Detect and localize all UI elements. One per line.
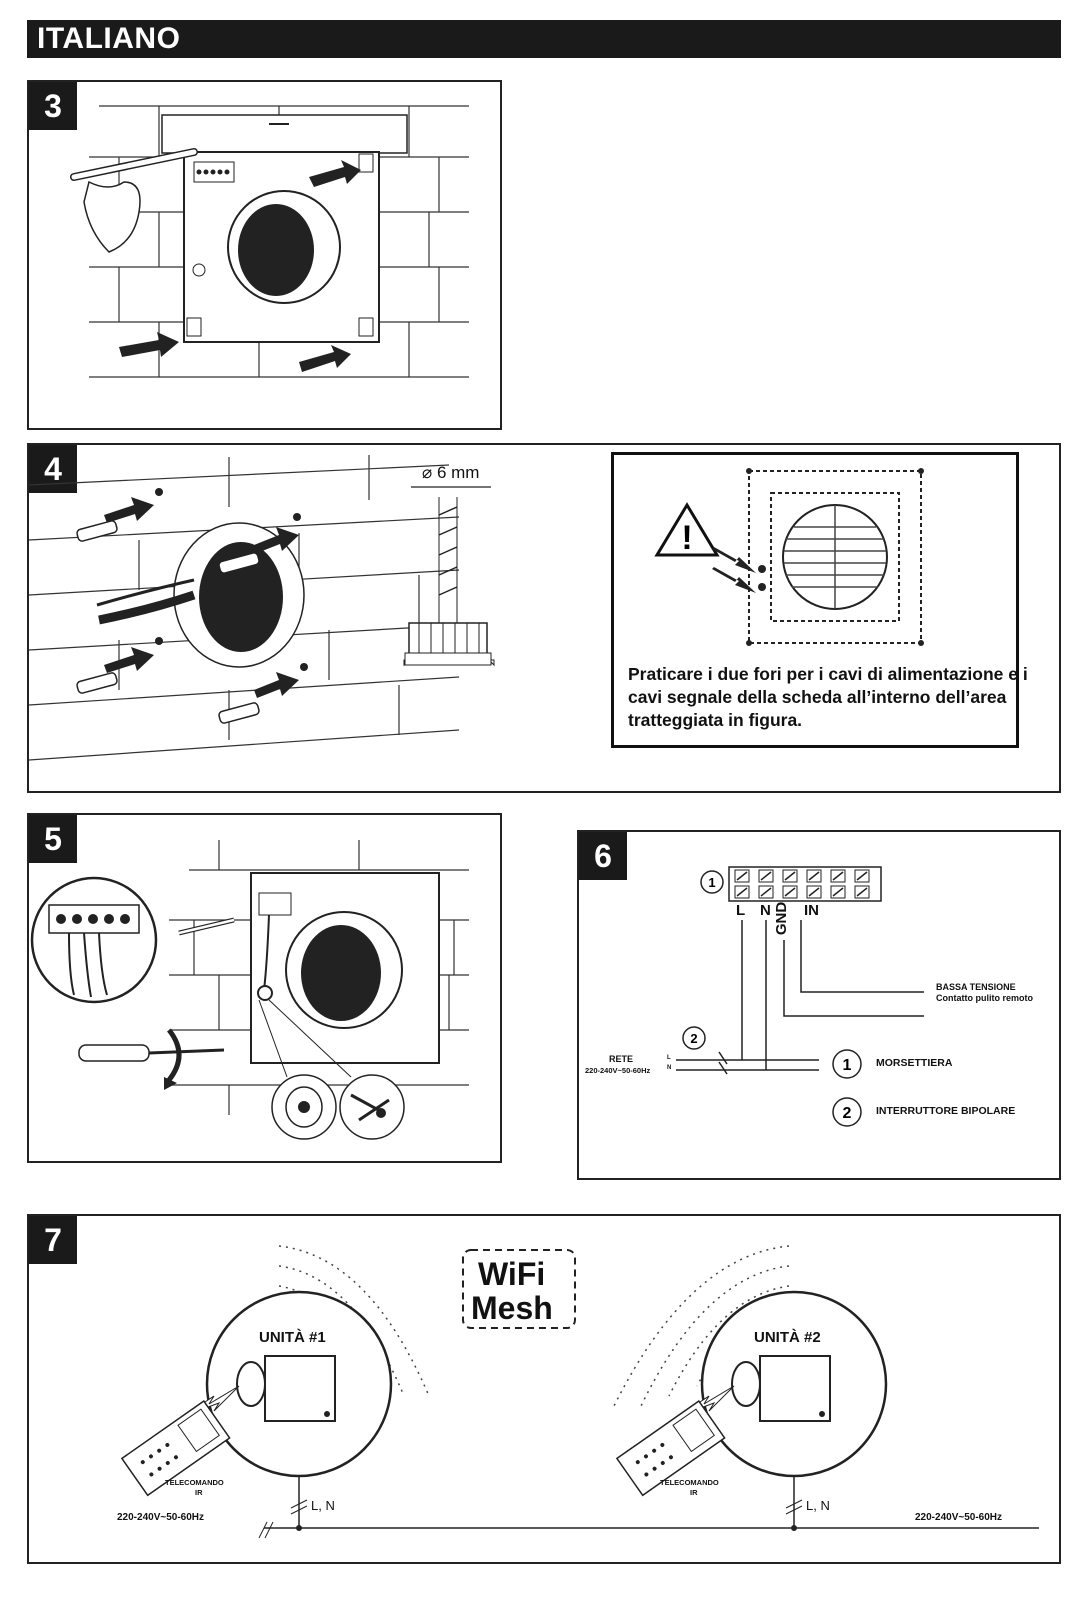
terminal-gnd-label: GND xyxy=(773,901,791,936)
svg-text:!: ! xyxy=(681,519,692,557)
mesh-label: Mesh xyxy=(471,1290,553,1326)
unit-1-label: UNITÀ #1 xyxy=(259,1329,326,1346)
language-header: ITALIANO xyxy=(27,20,1061,58)
rete-voltage-label: 220-240V~50-60Hz xyxy=(585,1066,651,1075)
step-3-number: 3 xyxy=(29,82,77,130)
legend-morsettiera: MORSETTIERA xyxy=(876,1057,953,1069)
step-5-panel: 5 xyxy=(27,813,502,1163)
remote-1-ir-label: IR xyxy=(195,1488,203,1497)
step-6-number: 6 xyxy=(579,832,627,880)
drilling-area-diagram: ! xyxy=(654,468,924,646)
svg-text:2: 2 xyxy=(690,1031,697,1046)
step-4-panel: 4 xyxy=(27,443,1061,793)
step-7-number: 7 xyxy=(29,1216,77,1264)
warning-note-text: Praticare i due fori per i cavi di alime… xyxy=(628,664,1028,730)
terminal-l-label: L xyxy=(736,902,746,919)
wifi-label: WiFi xyxy=(478,1256,546,1292)
step-3-panel: 3 xyxy=(27,80,502,430)
step-7-panel: 7 xyxy=(27,1214,1061,1564)
step-6-panel: 6 1 xyxy=(577,830,1061,1180)
remote-1-label: TELECOMANDO xyxy=(165,1478,224,1487)
svg-text:1: 1 xyxy=(708,875,715,890)
ln-label-left: L, N xyxy=(311,1498,335,1513)
bassa-tensione-label: BASSA TENSIONE xyxy=(936,982,1016,992)
contatto-label: Contatto pulito remoto xyxy=(936,993,1033,1003)
warning-note-box: ! Praticare i due fori per i cavi di ali… xyxy=(611,452,1028,748)
step-5-number: 5 xyxy=(29,815,77,863)
remote-2-label: TELECOMANDO xyxy=(660,1478,719,1487)
unit-2-label: UNITÀ #2 xyxy=(754,1329,821,1346)
ln-label-right: L, N xyxy=(806,1498,830,1513)
line-l-label: L xyxy=(667,1055,671,1061)
voltage-right-label: 220-240V~50-60Hz xyxy=(915,1512,1003,1523)
terminal-n-label: N xyxy=(760,902,771,919)
legend-interruttore: INTERRUTTORE BIPOLARE xyxy=(876,1105,1016,1117)
drill-size-label: ⌀ 6 mm xyxy=(422,463,480,482)
voltage-left-label: 220-240V~50-60Hz xyxy=(117,1512,205,1523)
wiring-diagram: 1 xyxy=(676,866,924,1127)
svg-text:2: 2 xyxy=(843,1105,852,1122)
terminal-in-label: IN xyxy=(804,902,819,919)
wall-mount-illustration xyxy=(70,105,469,378)
wifi-mesh-diagram xyxy=(120,1245,1039,1539)
wiring-illustration xyxy=(30,840,469,1140)
drilling-illustration xyxy=(29,455,495,761)
line-n-label: N xyxy=(667,1065,672,1071)
remote-2-ir-label: IR xyxy=(690,1488,698,1497)
rete-label: RETE xyxy=(609,1054,634,1064)
svg-text:1: 1 xyxy=(843,1057,852,1074)
language-title: ITALIANO xyxy=(37,22,181,55)
